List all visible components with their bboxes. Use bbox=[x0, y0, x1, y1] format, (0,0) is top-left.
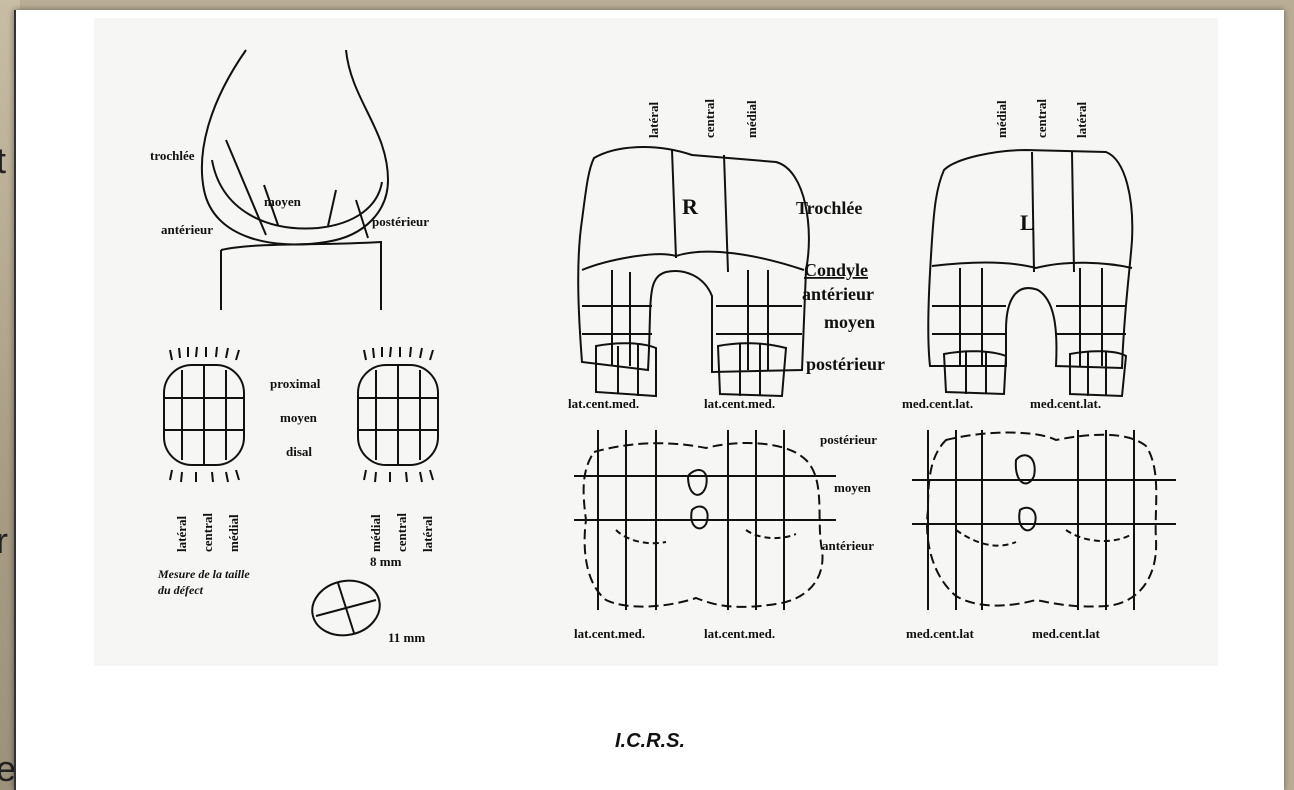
label-distal: disal bbox=[286, 444, 312, 459]
femur-r-bottom-2: lat.cent.med. bbox=[704, 396, 775, 411]
patella-left bbox=[164, 347, 244, 482]
tibia-r-label-2: lat.cent.med. bbox=[704, 626, 775, 641]
defect-title-line1: Mesure de la taille bbox=[157, 567, 250, 581]
tibia-right bbox=[574, 430, 836, 610]
defect-ellipse bbox=[307, 575, 385, 642]
label-proximal: proximal bbox=[270, 376, 321, 391]
caption: I.C.R.S. bbox=[16, 730, 1284, 753]
defect-dim-8mm: 8 mm bbox=[370, 554, 402, 569]
patella-left-col: central bbox=[200, 513, 215, 552]
tibia-l-label-1: med.cent.lat bbox=[906, 626, 975, 641]
tibia-r-label-1: lat.cent.med. bbox=[574, 626, 645, 641]
icrs-diagram: trochlée moyen antérieur postérieur prox… bbox=[16, 10, 1284, 710]
label-moyen-patella: moyen bbox=[280, 410, 318, 425]
edge-glyph: r bbox=[0, 520, 8, 562]
femur-l-col: médial bbox=[994, 100, 1009, 138]
patella-left-col: médial bbox=[226, 514, 241, 552]
femur-r-col: latéral bbox=[646, 102, 661, 138]
edge-glyph: t bbox=[0, 140, 6, 182]
tibia-label-anterieur: antérieur bbox=[822, 538, 874, 553]
label-posterieur-knee: postérieur bbox=[372, 214, 429, 229]
femur-l-bottom-2: med.cent.lat. bbox=[1030, 396, 1101, 411]
tibia-label-posterieur: postérieur bbox=[820, 432, 877, 447]
femur-l-col: central bbox=[1034, 99, 1049, 138]
patella-right bbox=[358, 347, 438, 482]
label-moyen-main: moyen bbox=[824, 312, 875, 332]
label-condyle: Condyle bbox=[804, 260, 868, 280]
patella-right-col: latéral bbox=[420, 516, 435, 552]
defect-dim-11mm: 11 mm bbox=[388, 630, 425, 645]
femur-r-bottom-1: lat.cent.med. bbox=[568, 396, 639, 411]
label-anterieur-main: antérieur bbox=[802, 284, 874, 304]
patella-right-col: médial bbox=[368, 514, 383, 552]
label-trochlee-main: Trochlée bbox=[796, 198, 862, 218]
femur-r-letter: R bbox=[682, 194, 699, 219]
label-moyen-knee: moyen bbox=[264, 194, 302, 209]
defect-title-line2: du défect bbox=[158, 583, 204, 597]
femur-r-col: central bbox=[702, 99, 717, 138]
femur-left bbox=[928, 150, 1132, 396]
slide: trochlée moyen antérieur postérieur prox… bbox=[14, 10, 1284, 790]
knee-side-view bbox=[202, 50, 388, 310]
tibia-left bbox=[912, 430, 1176, 610]
femur-l-col: latéral bbox=[1074, 102, 1089, 138]
femur-r-col: médial bbox=[744, 100, 759, 138]
label-trochlee: trochlée bbox=[150, 148, 195, 163]
tibia-label-moyen: moyen bbox=[834, 480, 872, 495]
femur-l-letter: L bbox=[1020, 210, 1035, 235]
femur-right bbox=[578, 147, 809, 396]
femur-l-bottom-1: med.cent.lat. bbox=[902, 396, 973, 411]
tibia-l-label-2: med.cent.lat bbox=[1032, 626, 1101, 641]
label-anterieur-knee: antérieur bbox=[161, 222, 213, 237]
label-posterieur-main: postérieur bbox=[806, 354, 885, 374]
patella-left-col: latéral bbox=[174, 516, 189, 552]
patella-right-col: central bbox=[394, 513, 409, 552]
